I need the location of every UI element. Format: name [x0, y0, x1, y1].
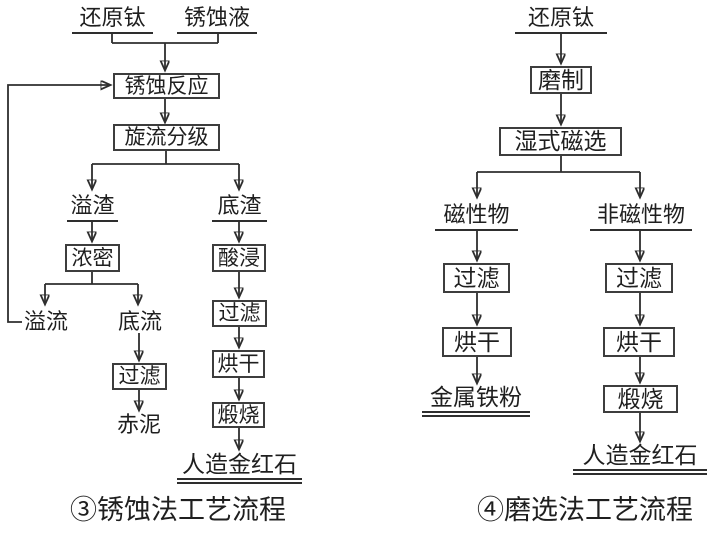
process-calcination-left: 煅烧 [212, 402, 265, 428]
source-reduced-titanium: 还原钛 [72, 7, 153, 34]
source-reduced-titanium-right: 还原钛 [515, 7, 607, 34]
output-metal-iron-powder: 金属铁粉 [422, 386, 530, 417]
source-rust-solution: 锈蚀液 [177, 7, 257, 34]
stream-underflow: 底流 [117, 309, 163, 334]
process-drying-left: 烘干 [212, 350, 265, 378]
process-wet-magnetic-separation: 湿式磁选 [499, 127, 622, 156]
output-red-mud: 赤泥 [116, 412, 162, 437]
process-calcination-right: 煅烧 [603, 385, 678, 413]
process-filter-slag: 过滤 [212, 300, 267, 327]
process-rust-reaction: 锈蚀反应 [113, 73, 220, 99]
process-thickening: 浓密 [65, 244, 120, 272]
process-drying-magnetic: 烘干 [442, 327, 512, 357]
output-artificial-rutile-right: 人造金红石 [573, 444, 707, 475]
process-grinding: 磨制 [530, 66, 592, 94]
stream-overflow: 溢流 [23, 309, 69, 334]
caption-grind-separation-process: ④磨选法工艺流程 [477, 495, 693, 525]
process-cyclone-classification: 旋流分级 [113, 124, 220, 151]
edge-overflow-recycle-to-rust-reaction [7, 85, 110, 323]
stream-bottom-slag: 底渣 [212, 195, 267, 222]
process-drying-non-magnetic: 烘干 [603, 327, 675, 357]
output-artificial-rutile-left: 人造金红石 [177, 453, 302, 484]
process-filter-non-magnetic: 过滤 [605, 263, 673, 293]
process-filter-underflow: 过滤 [112, 363, 167, 390]
process-acid-leaching: 酸浸 [212, 244, 266, 272]
process-filter-magnetic: 过滤 [443, 263, 510, 293]
stream-magnetic-material: 磁性物 [435, 204, 518, 231]
stream-non-magnetic-material: 非磁性物 [590, 204, 692, 231]
caption-rusting-process: ③锈蚀法工艺流程 [70, 495, 286, 525]
stream-overflow-slag: 溢渣 [67, 195, 118, 222]
